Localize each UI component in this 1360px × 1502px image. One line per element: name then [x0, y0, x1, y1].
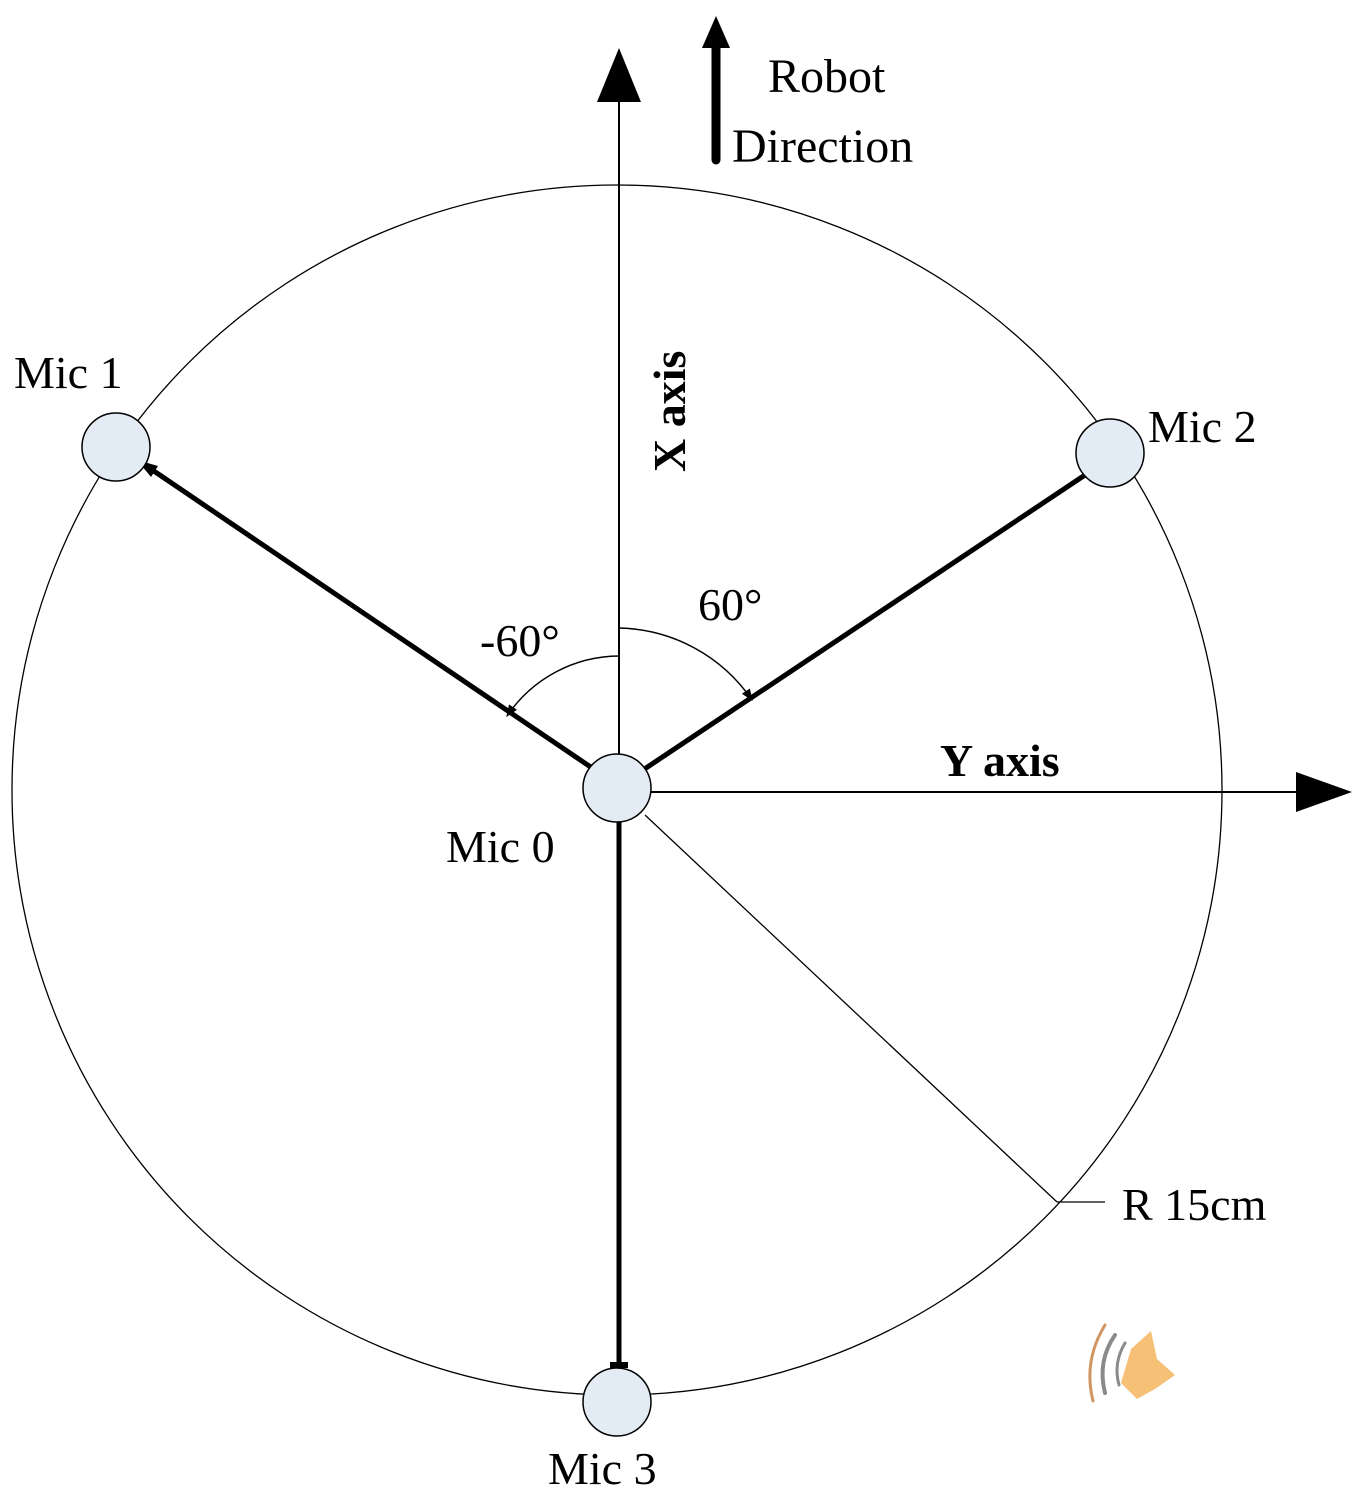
angle-arc-negative: [506, 655, 620, 717]
mic-3-node: [582, 1367, 652, 1437]
robot-direction-label-line1: Robot: [768, 50, 886, 103]
angle-positive-label: 60°: [698, 579, 762, 630]
angle-arc-positive: [618, 627, 753, 701]
mic-0-node: [582, 753, 652, 823]
x-axis-arrowhead: [597, 48, 641, 102]
robot-direction-arrowhead: [702, 16, 730, 48]
vector-mic3-end-cap: [610, 1362, 628, 1368]
y-axis-label: Y axis: [940, 735, 1060, 786]
mic-1-node: [81, 412, 151, 482]
mic-2-label: Mic 2: [1148, 401, 1257, 452]
mic-0-label: Mic 0: [446, 821, 555, 872]
x-axis-label: X axis: [644, 351, 695, 472]
radius-line: [644, 814, 1058, 1203]
angle-negative-label: -60°: [480, 615, 560, 666]
radius-label: R 15cm: [1122, 1179, 1267, 1230]
robot-direction-label-line2: Direction: [732, 120, 913, 173]
vector-mic0-mic2: [638, 472, 1087, 775]
mic-2-node: [1075, 418, 1145, 488]
y-axis-arrowhead: [1296, 772, 1352, 812]
mic-3-label: Mic 3: [548, 1443, 657, 1494]
vector-mic0-mic1: [143, 462, 600, 775]
speaker-icon: [1088, 1323, 1175, 1403]
mic-1-label: Mic 1: [14, 347, 123, 398]
